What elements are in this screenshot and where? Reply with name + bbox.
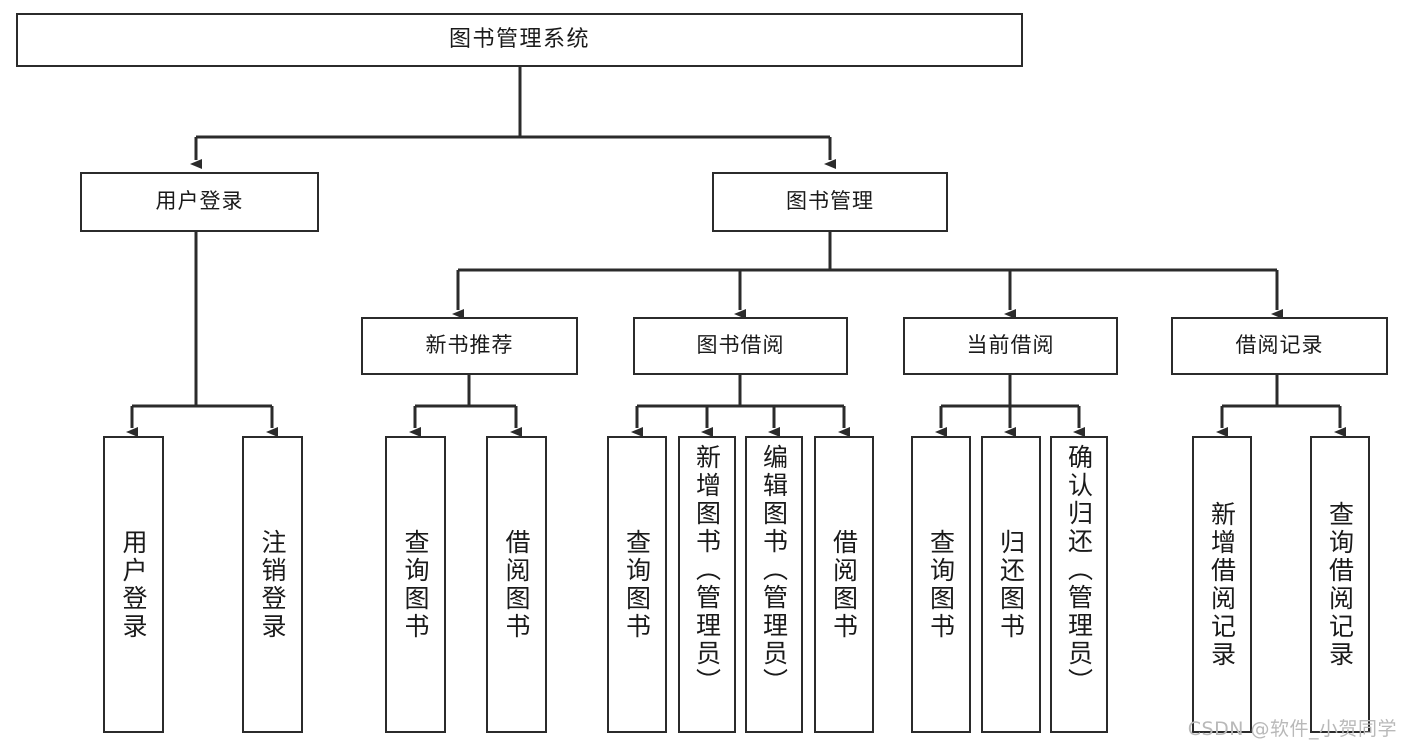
node-leaf-return-book[interactable]: 归还图书 [981, 436, 1041, 733]
edge-group-borrow-record [1216, 375, 1346, 437]
node-leaf-borrow-book-2-label: 借阅图书 [829, 528, 859, 641]
edge-group-new-book-recommend [409, 375, 522, 437]
node-root-label: 图书管理系统 [448, 26, 590, 52]
node-leaf-query-book-3[interactable]: 查询图书 [911, 436, 971, 733]
edge-group-book-manage [452, 232, 1283, 319]
node-book-borrow[interactable]: 图书借阅 [633, 317, 848, 375]
watermark: CSDN @软件_小贺同学 [1187, 718, 1397, 740]
node-book-manage[interactable]: 图书管理 [712, 172, 948, 232]
node-leaf-query-book-1[interactable]: 查询图书 [385, 436, 446, 733]
node-leaf-user-login-label: 用户登录 [119, 528, 148, 641]
node-leaf-add-record-label: 新增借阅记录 [1207, 500, 1237, 669]
node-new-book-recommend-label: 新书推荐 [425, 333, 514, 358]
node-book-borrow-label: 图书借阅 [696, 333, 785, 358]
edge-group-current-borrow [935, 375, 1085, 437]
node-user-login[interactable]: 用户登录 [80, 172, 319, 232]
node-leaf-edit-book[interactable]: 编辑图书（管理员） [745, 436, 803, 733]
edge-group-user-login [126, 232, 278, 437]
node-leaf-query-book-3-label: 查询图书 [926, 528, 956, 641]
node-leaf-add-book[interactable]: 新增图书（管理员） [678, 436, 736, 733]
node-leaf-borrow-book-2[interactable]: 借阅图书 [814, 436, 874, 733]
node-book-manage-label: 图书管理 [786, 189, 874, 214]
node-current-borrow[interactable]: 当前借阅 [903, 317, 1118, 375]
node-leaf-add-book-label: 新增图书（管理员） [692, 444, 722, 696]
node-borrow-record[interactable]: 借阅记录 [1171, 317, 1388, 375]
node-borrow-record-label: 借阅记录 [1235, 333, 1324, 358]
node-leaf-query-record-label: 查询借阅记录 [1325, 500, 1355, 669]
node-leaf-confirm-return-label: 确认归还（管理员） [1064, 444, 1094, 696]
node-leaf-confirm-return[interactable]: 确认归还（管理员） [1050, 436, 1108, 733]
node-leaf-logout-login-label: 注销登录 [258, 528, 287, 641]
node-leaf-add-record[interactable]: 新增借阅记录 [1192, 436, 1252, 733]
node-leaf-return-book-label: 归还图书 [996, 528, 1026, 641]
node-leaf-borrow-book-1[interactable]: 借阅图书 [486, 436, 547, 733]
node-leaf-query-book-1-label: 查询图书 [401, 528, 430, 641]
node-new-book-recommend[interactable]: 新书推荐 [361, 317, 578, 375]
node-current-borrow-label: 当前借阅 [966, 333, 1055, 358]
node-leaf-edit-book-label: 编辑图书（管理员） [759, 444, 789, 696]
node-leaf-user-login[interactable]: 用户登录 [103, 436, 164, 733]
edge-group-root [190, 67, 836, 169]
node-leaf-query-record[interactable]: 查询借阅记录 [1310, 436, 1370, 733]
node-leaf-borrow-book-1-label: 借阅图书 [502, 528, 531, 641]
node-user-login-label: 用户登录 [155, 189, 244, 214]
node-root[interactable]: 图书管理系统 [16, 13, 1023, 67]
node-leaf-logout-login[interactable]: 注销登录 [242, 436, 303, 733]
node-leaf-query-book-2-label: 查询图书 [622, 528, 652, 641]
edge-group-book-borrow [631, 375, 850, 437]
node-leaf-query-book-2[interactable]: 查询图书 [607, 436, 667, 733]
